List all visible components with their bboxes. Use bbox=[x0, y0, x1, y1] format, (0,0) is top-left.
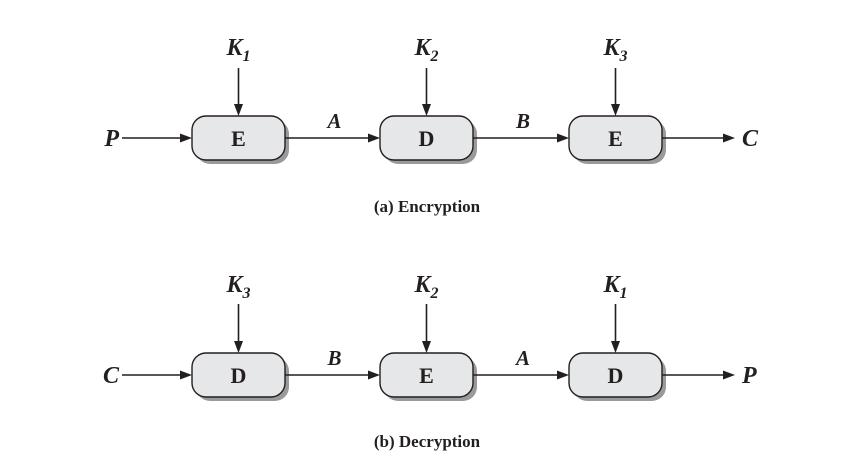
key-subscript: 2 bbox=[430, 285, 439, 302]
key-arrow-head bbox=[611, 341, 620, 353]
intermediate-label: B bbox=[326, 346, 341, 370]
key-subscript: 3 bbox=[242, 285, 251, 302]
input-arrow-head bbox=[180, 133, 192, 143]
stage-2: K2E bbox=[379, 272, 477, 401]
output-arrow-head bbox=[723, 370, 735, 380]
connector-arrow-head bbox=[368, 370, 380, 380]
stage-3: K1D bbox=[568, 272, 666, 401]
key-label: K3 bbox=[603, 35, 628, 65]
key-letter: K bbox=[603, 35, 622, 61]
key-label: K1 bbox=[603, 272, 628, 302]
stage-1: K1E bbox=[191, 35, 289, 164]
decryption-caption: (b) Decryption bbox=[374, 432, 481, 451]
output-label: C bbox=[742, 126, 759, 152]
connector-arrow-head bbox=[557, 133, 569, 143]
encryption-caption: (a) Encryption bbox=[374, 197, 481, 216]
connector-arrow-head bbox=[368, 133, 380, 143]
output-arrow-head bbox=[723, 133, 735, 143]
key-arrow-head bbox=[422, 104, 431, 116]
cipher-op-label: D bbox=[231, 363, 247, 388]
key-letter: K bbox=[226, 35, 245, 61]
intermediate-label: A bbox=[325, 109, 341, 133]
output-label: P bbox=[741, 363, 757, 389]
cipher-op-label: E bbox=[231, 126, 246, 151]
key-letter: K bbox=[603, 272, 622, 298]
key-letter: K bbox=[414, 35, 433, 61]
key-label: K1 bbox=[226, 35, 251, 65]
cipher-op-label: D bbox=[608, 363, 624, 388]
input-label: P bbox=[103, 126, 119, 152]
cipher-op-label: E bbox=[608, 126, 623, 151]
key-letter: K bbox=[226, 272, 245, 298]
key-label: K2 bbox=[414, 272, 439, 302]
key-letter: K bbox=[414, 272, 433, 298]
stage-3: K3E bbox=[568, 35, 666, 164]
intermediate-label: B bbox=[515, 109, 530, 133]
input-arrow-head bbox=[180, 370, 192, 380]
key-label: K3 bbox=[226, 272, 251, 302]
input-label: C bbox=[103, 363, 120, 389]
key-arrow-head bbox=[234, 104, 243, 116]
key-subscript: 3 bbox=[619, 48, 628, 65]
key-arrow-head bbox=[611, 104, 620, 116]
stage-2: K2D bbox=[379, 35, 477, 164]
cipher-op-label: E bbox=[419, 363, 434, 388]
cipher-op-label: D bbox=[419, 126, 435, 151]
connector-arrow-head bbox=[557, 370, 569, 380]
stage-1: K3D bbox=[191, 272, 289, 401]
key-arrow-head bbox=[422, 341, 431, 353]
key-subscript: 1 bbox=[620, 285, 628, 302]
intermediate-label: A bbox=[514, 346, 530, 370]
key-subscript: 2 bbox=[430, 48, 439, 65]
key-subscript: 1 bbox=[243, 48, 251, 65]
key-label: K2 bbox=[414, 35, 439, 65]
key-arrow-head bbox=[234, 341, 243, 353]
